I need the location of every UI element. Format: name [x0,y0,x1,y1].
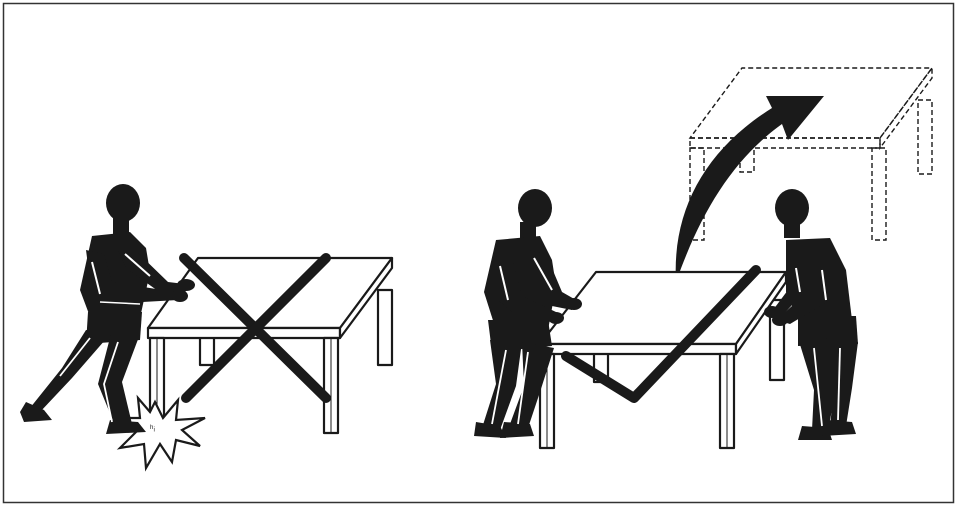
lift-arrow-icon [675,96,824,282]
check-mark-icon [561,265,761,403]
person-lifting-left-icon [474,189,582,438]
ghost-leg [917,99,933,175]
cross-mark-icon [179,253,331,403]
svg-text:ʰᵢ: ʰᵢ [150,423,155,433]
ghost-table-apron [689,137,881,149]
ghost-leg [871,147,887,241]
check-stroke [561,265,761,403]
panel-right-lifting [474,65,934,450]
impact-burst-icon: ʰᵢ [114,394,206,472]
ghost-table-side [879,65,933,151]
person-pushing-icon [20,184,195,434]
panel-wrong-dragging: ʰᵢ [20,184,394,472]
cross-stroke-2 [181,253,331,403]
table-back-right-leg [376,288,394,367]
person-lifting-right-icon [764,189,858,440]
table-back-left-leg [198,333,216,367]
table-side-apron [338,256,394,340]
ghost-table-top [688,67,934,139]
